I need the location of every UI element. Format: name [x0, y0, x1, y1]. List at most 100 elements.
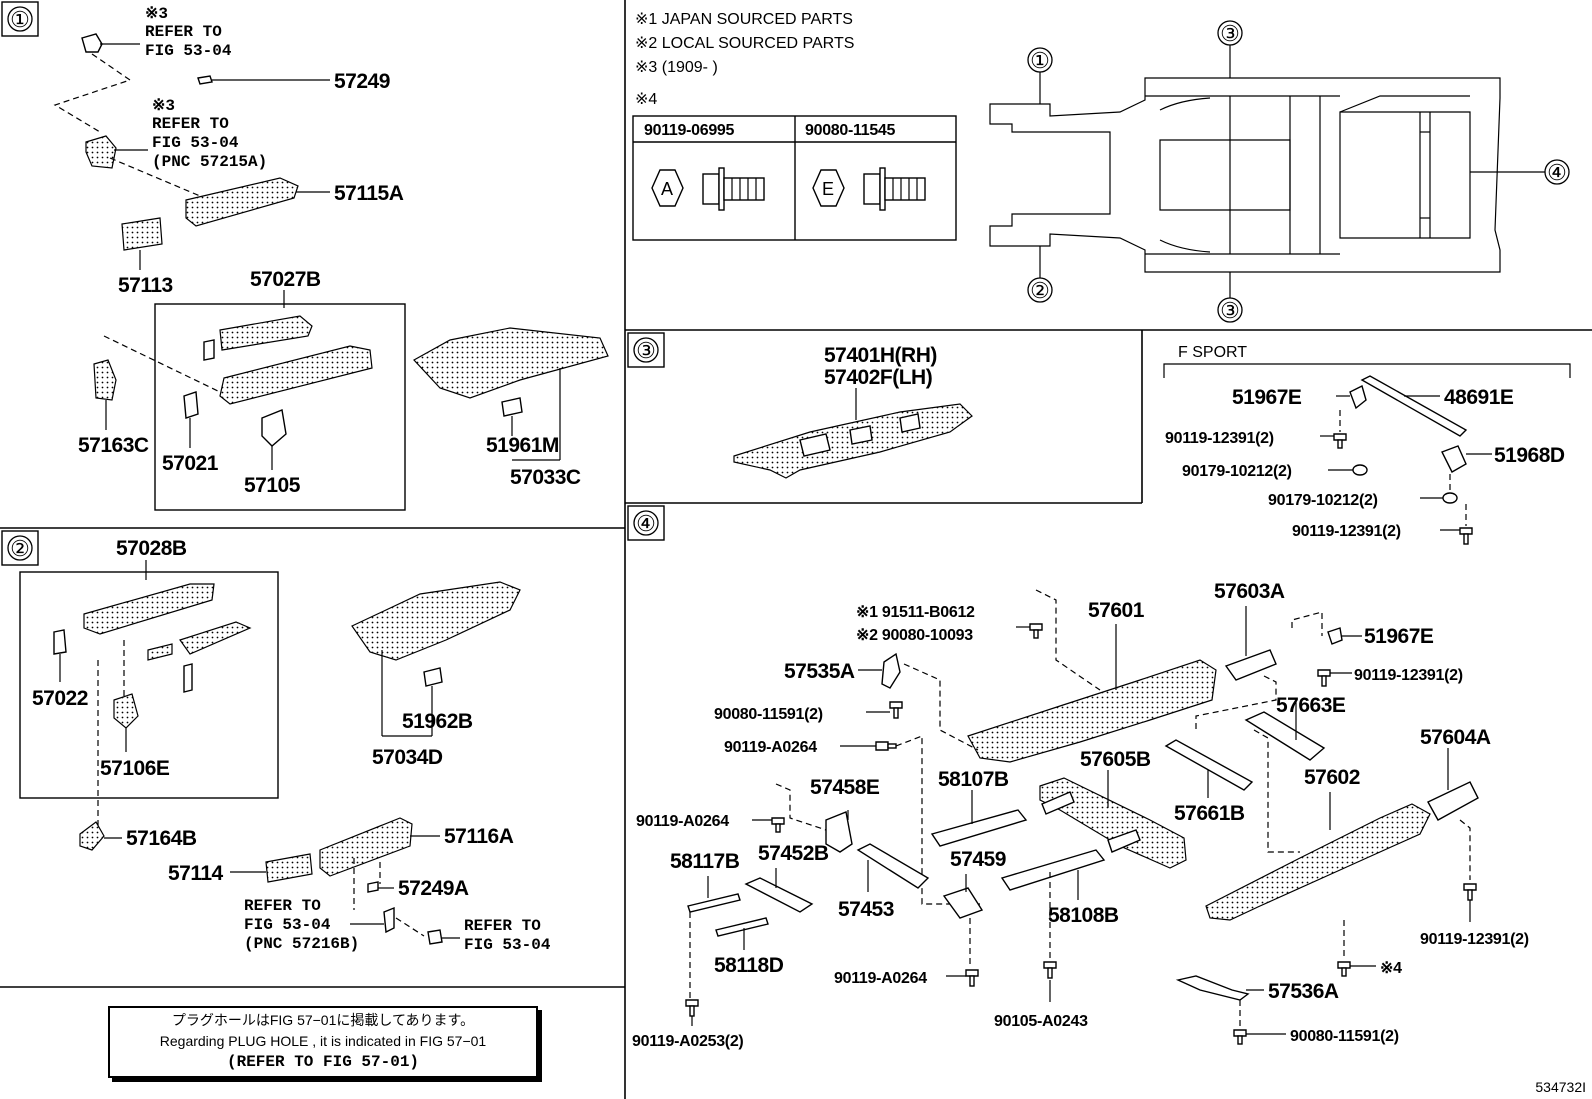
label-p4-p57603a: 57603A [1214, 580, 1285, 603]
panel-4: ※1 91511-B0612 ※2 90080-10093 57601 5760… [632, 580, 1529, 1050]
notice-line-en: Regarding PLUG HOLE , it is indicated in… [159, 1033, 487, 1049]
label-p4-p58107b: 58107B [938, 768, 1009, 791]
label-p1-ref_b4: (PNC 57215A) [152, 153, 267, 171]
section-marker-1: ① [1, 1, 39, 37]
label-p2-ref_c3: (PNC 57216B) [244, 935, 359, 953]
label-p4-p57663e: 57663E [1276, 694, 1346, 717]
label-p2-p57116a: 57116A [444, 825, 514, 848]
label-p4-ba0253: 90119-A0253(2) [632, 1033, 743, 1050]
label-index_labels-i1: ① [1030, 48, 1050, 73]
label-p1-ref_a2: REFER TO [145, 23, 222, 41]
label-p1-p57105: 57105 [244, 474, 301, 497]
label-p4-p51967e: 51967E [1364, 625, 1434, 648]
label-fsport-p51967e: 51967E [1232, 386, 1302, 409]
label-fsport-p48691e: 48691E [1444, 386, 1514, 409]
label-p2-p57028b: 57028B [116, 537, 187, 560]
label-p2-p57249a: 57249A [398, 877, 469, 900]
label-p2-ref_d2: FIG 53-04 [464, 936, 551, 954]
label-fsport-b1: 90119-12391(2) [1165, 430, 1274, 447]
notice-line-refer: (REFER TO FIG 57-01) [226, 1053, 420, 1071]
bolt-table: 90119-06995 90080-11545 A E [632, 115, 957, 241]
label-fsport-p51968d: 51968D [1494, 444, 1565, 467]
section-marker-3: ③ [627, 332, 665, 368]
label-p2-p57164b: 57164B [126, 827, 197, 850]
label-index_labels-i4: ④ [1547, 160, 1567, 185]
label-index_labels-i2: ② [1030, 278, 1050, 303]
label-p4-p58117b: 58117B [670, 850, 740, 873]
label-notes-n3: ※3 (1909- ) [635, 59, 718, 76]
label-p3-rh: 57401H(RH) [824, 344, 937, 367]
label-p4-ba0264a: 90119-A0264 [724, 739, 817, 756]
label-p1-ref_a1: ※3 [145, 5, 168, 23]
label-p2-ref_d1: REFER TO [464, 917, 541, 935]
section-marker-2: ② [1, 530, 39, 566]
label-p4-b12391b: 90119-12391(2) [1420, 931, 1529, 948]
label-p4-p57535a: 57535A [784, 660, 855, 683]
notice-line-jp: プラグホールはFIG 57−01に掲載してあります。 [171, 1012, 475, 1028]
label-notes-n2: ※2 LOCAL SOURCED PARTS [635, 35, 854, 52]
hex-bolt-head-e-icon [812, 169, 845, 207]
label-p1-ref_b2: REFER TO [152, 115, 229, 133]
label-p4-p57459: 57459 [950, 848, 1006, 871]
label-p4-b12391a: 90119-12391(2) [1354, 667, 1463, 684]
label-p4-m4: ※4 [1380, 960, 1402, 977]
label-p4-ba0264c: 90119-A0264 [834, 970, 927, 987]
label-p1-ref_b3: FIG 53-04 [152, 134, 239, 152]
label-fsport-w2: 90179-10212(2) [1268, 492, 1378, 509]
label-p2-ref_c1: REFER TO [244, 897, 321, 915]
underbody-index-diagram [989, 45, 1545, 298]
label-notes-n1: ※1 JAPAN SOURCED PARTS [635, 11, 853, 28]
label-fsport-title: F SPORT [1178, 344, 1247, 361]
fsport-panel: F SPORT 51967E 48691E 90119-12391(2) 901… [1163, 344, 1571, 545]
label-p1-ref_a3: FIG 53-04 [145, 42, 232, 60]
label-bolt_table-col1: 90119-06995 [644, 122, 735, 139]
label-index_labels-i3b: ③ [1220, 298, 1240, 323]
label-p2-p57022: 57022 [32, 687, 88, 710]
label-p1-p51961m: 51961M [486, 434, 559, 457]
panel-3: 57401H(RH) 57402F(LH) [733, 344, 973, 479]
nut-part-icon [81, 33, 140, 53]
label-p4-ba0243: 90105-A0243 [994, 1013, 1088, 1030]
label-p4-p57605b: 57605B [1080, 748, 1151, 771]
label-p4-j2: ※2 90080-10093 [856, 627, 973, 644]
label-p1-p57249: 57249 [334, 70, 390, 93]
label-sections-s2: ② [10, 536, 30, 561]
label-p4-b11591b: 90080-11591(2) [1290, 1028, 1399, 1045]
label-p1-p57163c: 57163C [78, 434, 149, 457]
section-marker-4: ④ [627, 505, 665, 541]
label-sections-s4: ④ [636, 511, 656, 536]
label-p2-p57034d: 57034D [372, 746, 443, 769]
label-p1-p57033c: 57033C [510, 466, 581, 489]
label-p4-p57458e: 57458E [810, 776, 880, 799]
label-p1-p57115a: 57115A [334, 182, 404, 205]
label-sections-s1: ① [10, 7, 30, 32]
label-p1-ref_b1: ※3 [152, 97, 175, 115]
notes: ※1 JAPAN SOURCED PARTS ※2 LOCAL SOURCED … [635, 11, 854, 108]
label-p4-j1: ※1 91511-B0612 [856, 604, 975, 621]
panel-1: ※3 REFER TO FIG 53-04 57249 ※3 REFER TO … [53, 5, 609, 511]
label-p4-p57661b: 57661B [1174, 802, 1245, 825]
hex-bolt-head-a-icon [651, 169, 684, 207]
label-p4-p57452b: 57452B [758, 842, 829, 865]
bolt-e-icon [863, 167, 926, 211]
label-p4-p57602: 57602 [1304, 766, 1360, 789]
plug-hole-notice: プラグホールはFIG 57−01に掲載してあります。 Regarding PLU… [108, 1006, 538, 1078]
index-labels: ① ② ③ ③ ④ [1027, 20, 1570, 323]
label-p4-p57536a: 57536A [1268, 980, 1339, 1003]
figure-id: 534732I [1535, 1079, 1586, 1095]
label-fsport-w1: 90179-10212(2) [1182, 463, 1292, 480]
label-p2-p57106e: 57106E [100, 757, 170, 780]
panel-2: 57028B 57022 57106E 51962B 57034D 57164B… [19, 537, 551, 954]
label-p1-p57113: 57113 [118, 274, 173, 297]
label-p2-p51962b: 51962B [402, 710, 473, 733]
label-p4-b11591a: 90080-11591(2) [714, 706, 823, 723]
label-p1-p57021: 57021 [162, 452, 219, 475]
label-notes-n4: ※4 [635, 91, 657, 108]
label-p4-p58118d: 58118D [714, 954, 784, 977]
label-p1-p57027b: 57027B [250, 268, 321, 291]
bolt-a-icon [702, 167, 765, 211]
label-index_labels-i3a: ③ [1220, 21, 1240, 46]
label-p4-p57453: 57453 [838, 898, 894, 921]
label-p4-p57601: 57601 [1088, 599, 1145, 622]
